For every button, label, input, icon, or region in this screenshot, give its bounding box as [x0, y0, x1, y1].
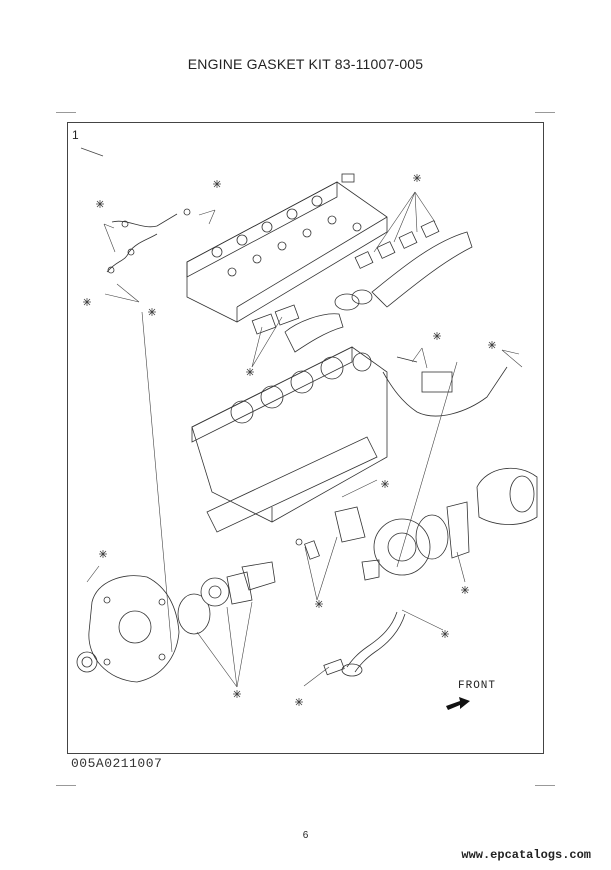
- asterisk-icons: [83, 174, 496, 706]
- crop-mark-top-left: [56, 112, 76, 113]
- inlet-elbow: [251, 304, 344, 353]
- exhaust-manifold: [334, 231, 473, 311]
- oil-pipe: [106, 208, 191, 274]
- turbocharger: [361, 514, 449, 581]
- o-ring: [177, 593, 211, 635]
- drawing-number: 005A0211007: [71, 756, 163, 771]
- flywheel-housing: [76, 575, 180, 683]
- cylinder-block: [191, 346, 388, 533]
- turbo-gasket: [295, 506, 366, 560]
- cylinder-head: [186, 173, 388, 323]
- leader-lines: [86, 191, 523, 688]
- turbo-housing: [446, 468, 538, 559]
- exhaust-pipe: [323, 611, 406, 677]
- oil-pump: [200, 561, 276, 607]
- page-title: ENGINE GASKET KIT 83-11007-005: [187, 56, 424, 72]
- crop-mark-bottom-right: [535, 785, 555, 786]
- front-label: FRONT: [458, 680, 497, 692]
- website-watermark: www.epcatalogs.com: [461, 848, 591, 862]
- manifold-gaskets: [354, 220, 440, 269]
- turbo-oil-pipe: [382, 356, 508, 417]
- crop-mark-top-right: [535, 112, 555, 113]
- diagram-frame: [67, 122, 544, 754]
- page-number: 6: [302, 830, 309, 841]
- callout-number: 1: [72, 128, 79, 142]
- front-direction-arrow-icon: [446, 697, 470, 710]
- exploded-parts-drawing: [76, 147, 538, 706]
- crop-mark-bottom-left: [56, 785, 76, 786]
